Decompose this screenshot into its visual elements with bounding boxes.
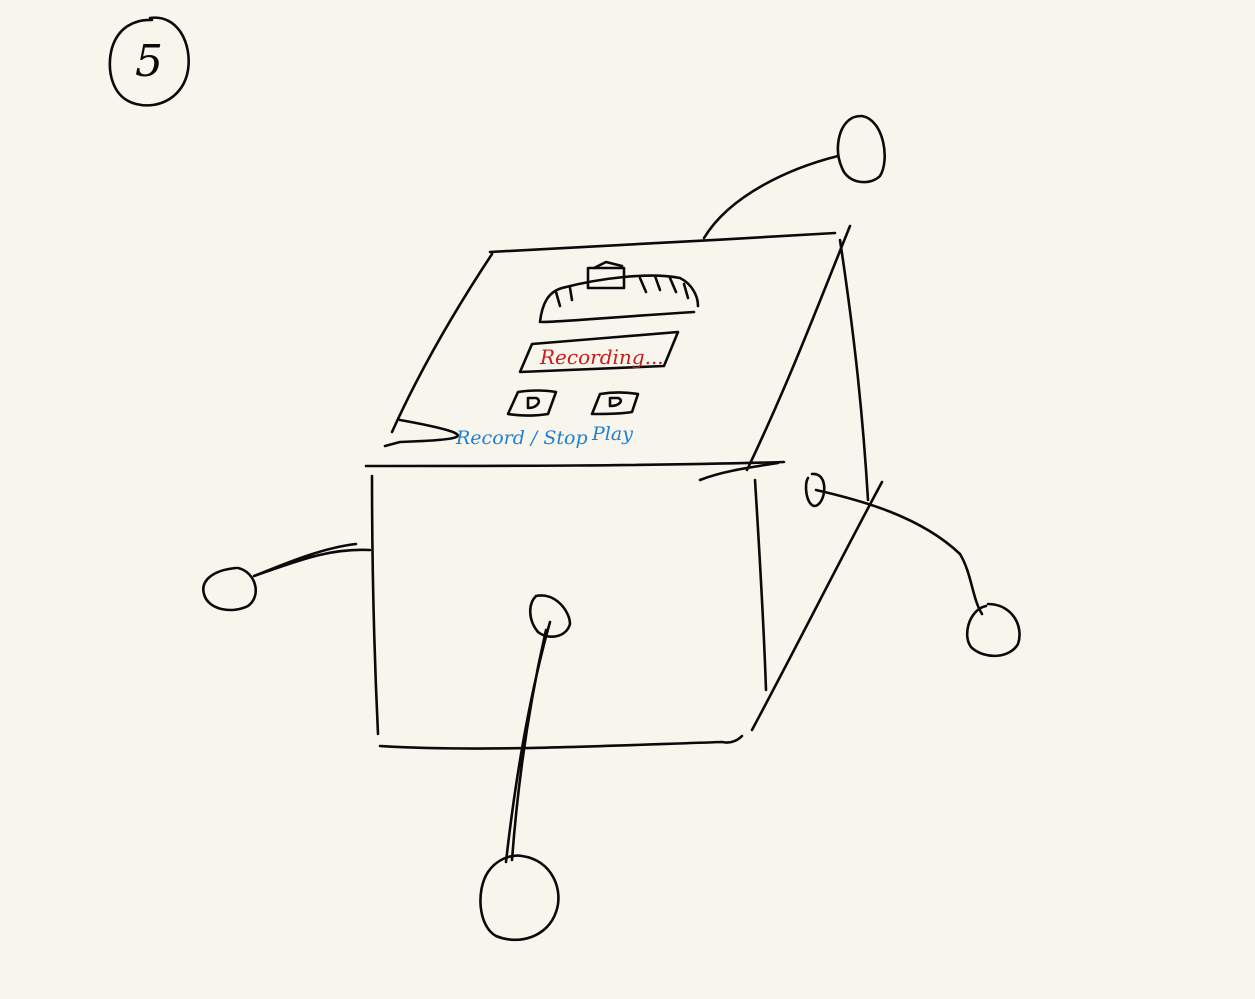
leg-bottom-foot: [479, 854, 560, 942]
side-back-edge: [838, 238, 870, 502]
top-front-right-stroke: [698, 461, 780, 482]
display-text: Recording...: [539, 345, 664, 369]
front-right-edge: [753, 478, 768, 692]
play-label: Play: [591, 423, 633, 445]
record-stop-button-icon: [526, 396, 541, 410]
step-badge-circle: [108, 16, 190, 107]
slider-knob-top: [592, 260, 624, 270]
top-right-edge: [745, 224, 852, 472]
slider-control[interactable]: [538, 260, 700, 324]
front-bottom-edge: [378, 734, 744, 750]
arm-left-stroke: [252, 542, 372, 578]
arm-right-socket: [804, 472, 826, 508]
arm-right: [804, 472, 1021, 658]
slider-knob[interactable]: [586, 266, 626, 290]
top-left-corner-tick: [383, 418, 459, 448]
slider-base-line: [540, 310, 696, 324]
top-front-edge: [364, 460, 786, 468]
arm-top-right-hand: [836, 114, 886, 184]
box-top-face: [364, 224, 852, 482]
top-back-edge: [488, 231, 837, 254]
front-left-edge: [370, 474, 380, 736]
side-bottom-edge: [750, 480, 884, 732]
arm-right-hand: [965, 602, 1021, 658]
box-side-face: [750, 238, 884, 732]
slider-hatch: [554, 274, 690, 308]
record-stop-button-body[interactable]: [506, 389, 558, 417]
arm-left-hand: [202, 566, 258, 612]
record-stop-label: Record / Stop: [455, 427, 588, 449]
arm-top-right: [702, 114, 886, 240]
play-button-body[interactable]: [590, 391, 640, 416]
display-panel: [518, 330, 680, 374]
leg-bottom-stroke: [504, 620, 552, 864]
leg-bottom: [479, 594, 572, 942]
arm-right-stroke: [814, 488, 984, 616]
record-stop-button[interactable]: [506, 389, 558, 417]
play-button-icon: [608, 396, 623, 408]
display-frame: [518, 330, 680, 374]
arm-left: [202, 542, 372, 612]
top-left-edge: [390, 252, 494, 434]
step-badge: [108, 16, 190, 107]
slider-arc: [538, 274, 700, 324]
box-front-face: [370, 474, 768, 750]
step-number: 5: [135, 36, 163, 87]
leg-bottom-socket: [528, 594, 572, 638]
play-button[interactable]: [590, 391, 640, 416]
arm-top-right-stroke: [702, 154, 840, 240]
